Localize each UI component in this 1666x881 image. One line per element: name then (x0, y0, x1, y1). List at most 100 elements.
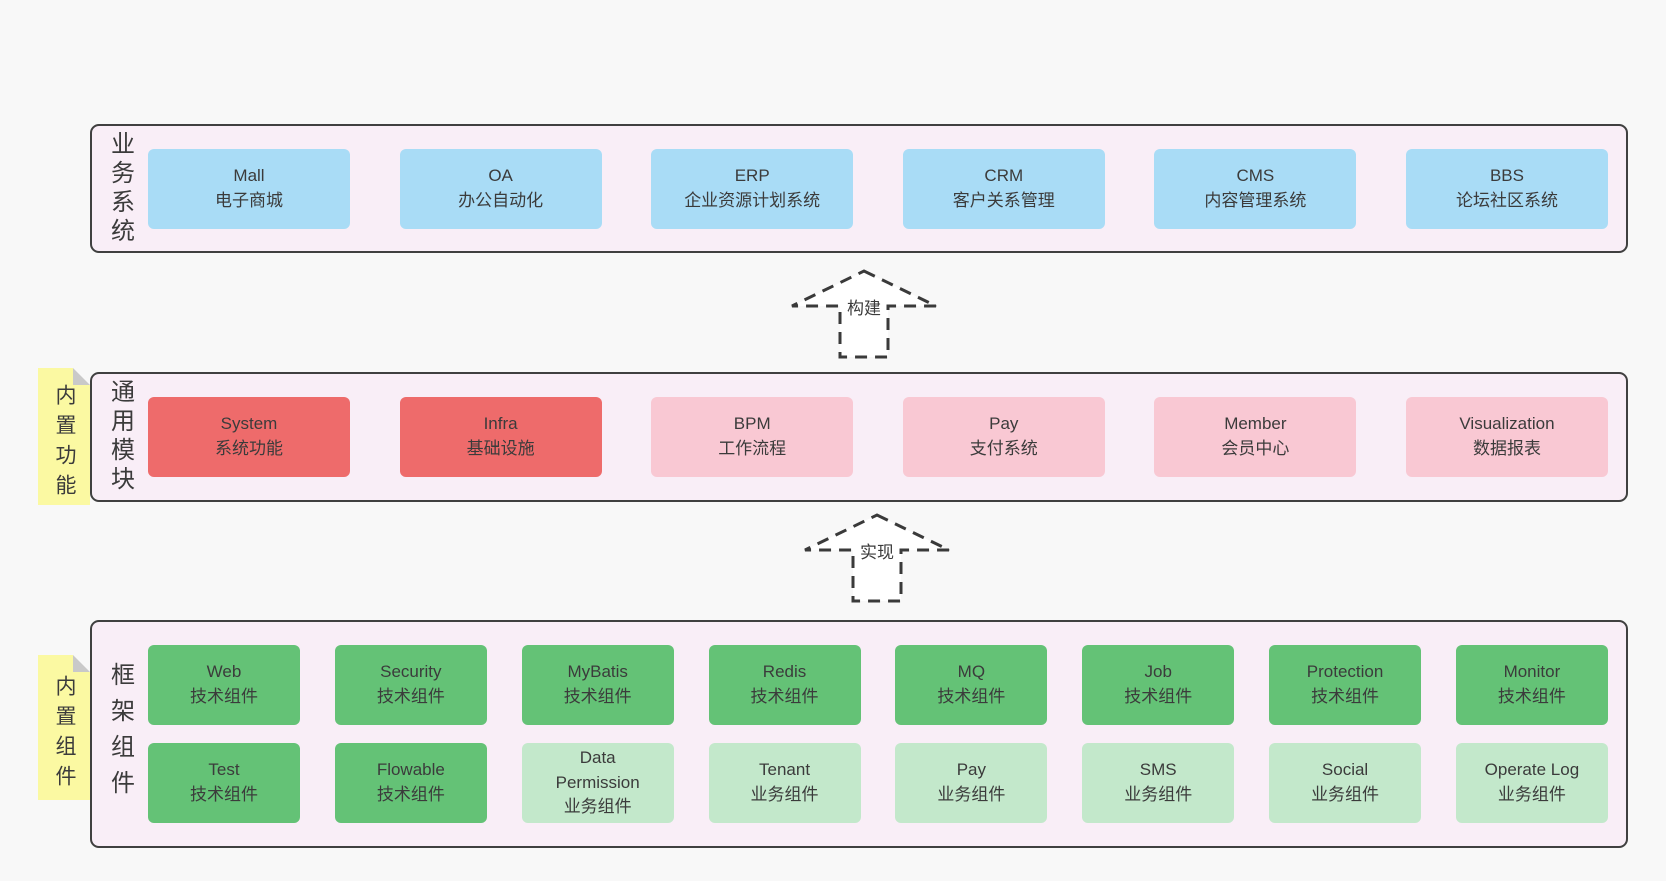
box-name: Test (208, 760, 240, 780)
box-subtitle: 技术组件 (1497, 687, 1566, 706)
sticky-note-builtin-components: 内置组件 (38, 655, 90, 800)
box-data-permission: Data Permission 业务组件 (521, 743, 674, 823)
box-name: CRM (984, 165, 1024, 185)
box-subtitle: 技术组件 (937, 687, 1006, 706)
folded-corner-icon (73, 368, 90, 385)
box-name: Visualization (1459, 414, 1555, 434)
band-business-systems: 业务系统 Mall 电子商城 OA 办公自动化 ERP 企业资源计划系统 CRM 客户关系管理… (90, 124, 1628, 253)
box-name: Job (1144, 662, 1172, 682)
box-name: Infra (483, 414, 518, 434)
box-tenant: Tenant 业务组件 (708, 743, 861, 823)
box-subtitle: 技术组件 (190, 687, 258, 706)
box-bpm: BPM 工作流程 (651, 397, 854, 477)
box-subtitle: 电子商城 (215, 190, 283, 210)
box-social: Social 业务组件 (1269, 743, 1422, 823)
box-subtitle: 数据报表 (1472, 439, 1541, 458)
box-subtitle: 技术组件 (1311, 687, 1380, 706)
box-mybatis: MyBatis 技术组件 (521, 645, 674, 725)
build-arrow: 构建 (789, 268, 939, 360)
box-job: Job 技术组件 (1082, 645, 1235, 725)
box-name: Mall (233, 165, 265, 185)
box-subtitle: 业务组件 (1124, 785, 1193, 804)
implement-arrow: 实现 (802, 512, 952, 604)
box-subtitle: 工作流程 (718, 439, 787, 458)
box-subtitle: 技术组件 (376, 785, 445, 804)
box-subtitle: 业务组件 (1311, 785, 1380, 804)
box-name: Flowable (376, 760, 445, 780)
box-subtitle: 技术组件 (1124, 687, 1193, 706)
box-name: Tenant (759, 760, 811, 780)
box-name: Data Permission (555, 748, 640, 792)
box-subtitle: 业务组件 (563, 797, 632, 817)
box-oa: OA 办公自动化 (399, 148, 602, 229)
box-subtitle: 技术组件 (190, 785, 258, 804)
box-mq: MQ 技术组件 (895, 645, 1048, 725)
box-subtitle: 技术组件 (563, 687, 632, 706)
box-sms: SMS 业务组件 (1082, 743, 1235, 823)
box-subtitle: 支付系统 (969, 439, 1038, 458)
box-name: Pay (989, 414, 1019, 434)
box-name: OA (488, 165, 513, 185)
box-name: MQ (957, 662, 986, 682)
box-subtitle: 技术组件 (750, 687, 819, 706)
box-name: Social (1321, 760, 1369, 780)
box-crm: CRM 客户关系管理 (902, 148, 1105, 229)
box-name: ERP (734, 165, 770, 185)
build-arrow-label: 构建 (842, 292, 886, 321)
box-subtitle: 业务组件 (1497, 785, 1566, 804)
box-name: Security (380, 662, 442, 682)
box-name: CMS (1236, 165, 1275, 185)
box-pay: Pay 支付系统 (902, 397, 1105, 477)
sticky-note-builtin-components-label: 内置组件 (53, 674, 76, 795)
box-name: Monitor (1503, 662, 1561, 682)
box-name: BPM (733, 414, 771, 434)
box-member: Member 会员中心 (1154, 397, 1357, 477)
box-name: Member (1224, 414, 1287, 434)
box-operate-log: Operate Log 业务组件 (1455, 743, 1608, 823)
box-subtitle: 技术组件 (376, 687, 445, 706)
box-infra: Infra 基础设施 (399, 397, 602, 477)
box-monitor: Monitor 技术组件 (1455, 645, 1608, 725)
box-name: Pay (956, 760, 987, 780)
box-subtitle: 会员中心 (1221, 439, 1290, 458)
box-visualization: Visualization 数据报表 (1405, 397, 1608, 477)
box-name: SMS (1139, 760, 1177, 780)
box-subtitle: 业务组件 (937, 785, 1006, 804)
band-business-systems-label: 业务系统 (106, 130, 134, 247)
sticky-note-builtin-features-label: 内置功能 (53, 383, 76, 504)
band-common-modules-label: 通用模块 (106, 379, 134, 495)
box-redis: Redis 技术组件 (708, 645, 861, 725)
box-subtitle: 基础设施 (466, 439, 535, 458)
box-security: Security 技术组件 (334, 645, 487, 725)
box-name: Redis (762, 662, 807, 682)
box-subtitle: 企业资源计划系统 (684, 190, 821, 210)
box-flowable: Flowable 技术组件 (334, 743, 487, 823)
box-name: System (220, 414, 278, 434)
box-name: Web (206, 662, 242, 682)
box-mall: Mall 电子商城 (148, 148, 350, 229)
band-framework-components-label: 框架组件 (106, 662, 134, 806)
box-name: MyBatis (567, 662, 628, 682)
sticky-note-builtin-features: 内置功能 (38, 368, 90, 505)
box-erp: ERP 企业资源计划系统 (651, 148, 854, 229)
box-test: Test 技术组件 (148, 743, 300, 823)
box-name: Protection (1306, 662, 1384, 682)
box-subtitle: 客户关系管理 (952, 190, 1055, 210)
box-subtitle: 办公自动化 (458, 190, 544, 210)
box-subtitle: 业务组件 (750, 785, 819, 804)
box-pay-biz: Pay 业务组件 (895, 743, 1048, 823)
folded-corner-icon (73, 655, 90, 672)
box-protection: Protection 技术组件 (1269, 645, 1422, 725)
box-name: Operate Log (1484, 760, 1580, 780)
